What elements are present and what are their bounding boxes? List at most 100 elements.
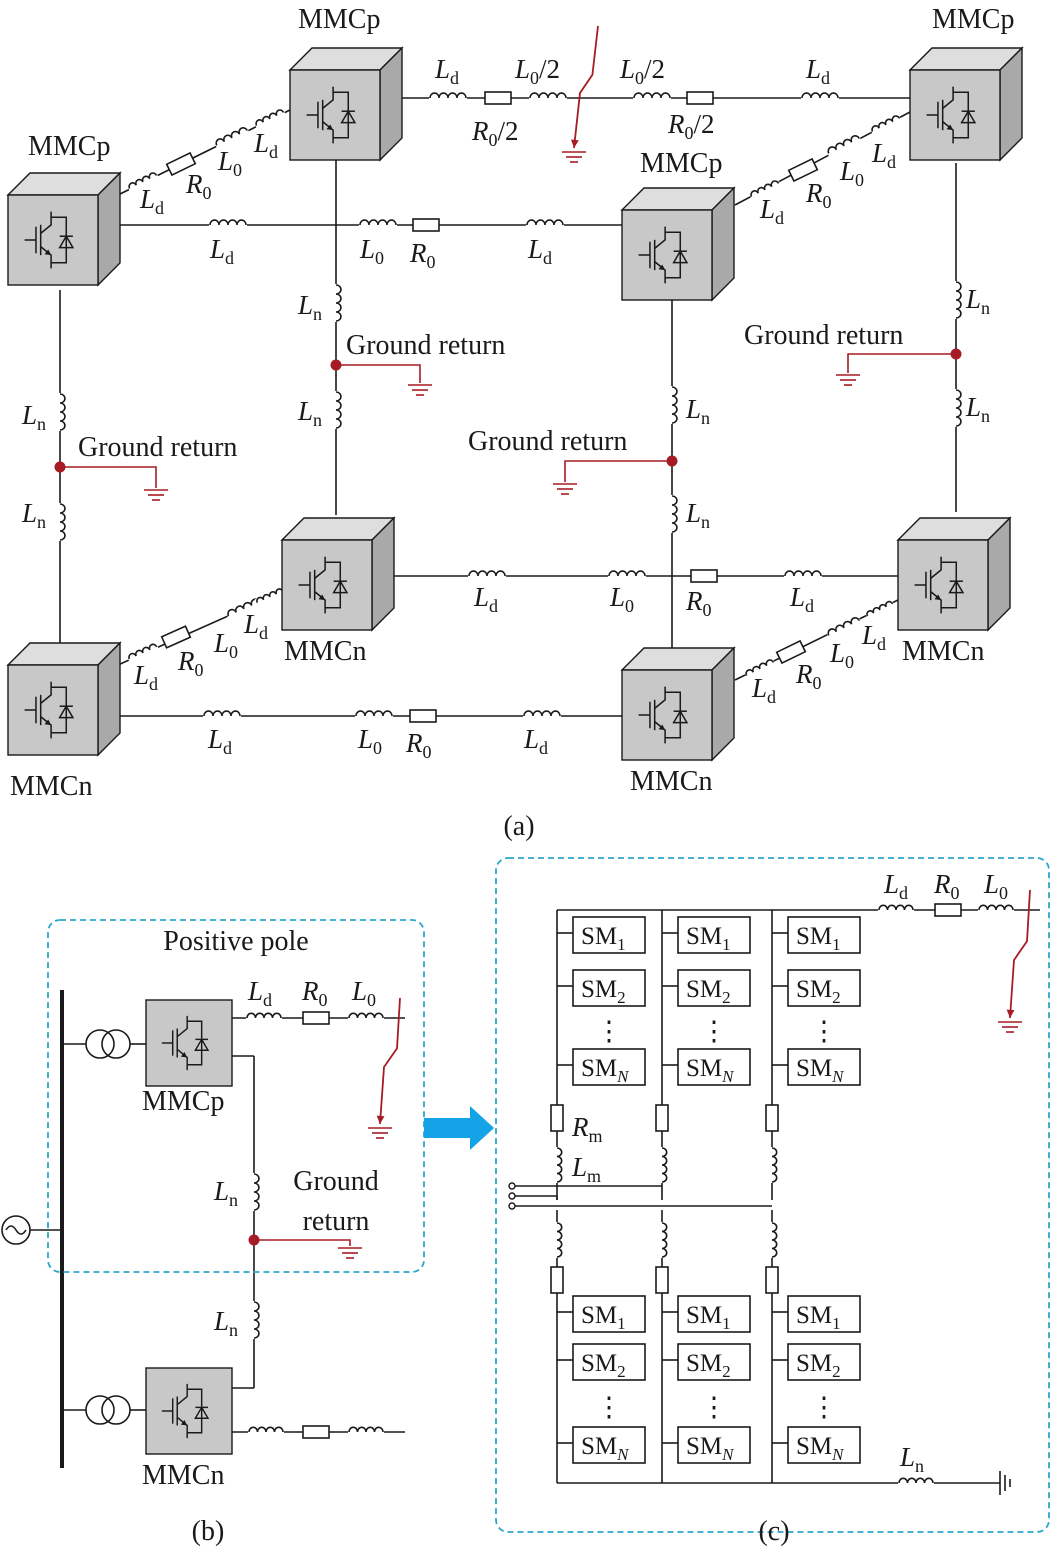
symbol-subscript: d [223,738,232,758]
resistor-body [787,157,819,183]
resistor-icon [765,1104,779,1132]
inductor-coil [866,600,894,617]
inductor-icon [978,904,1014,914]
inductor-icon [332,391,342,429]
sm-ellipsis: ⋮ [596,1016,623,1046]
resistor-icon [934,903,962,917]
ground-icon [144,489,168,501]
symbol-subscript: 0 [319,990,328,1010]
inductor-icon [246,1012,282,1022]
symbol-subscript: 0 [229,642,238,662]
symbol-label: L0 [357,724,382,758]
sm-text: SM [796,1350,832,1377]
ground-icon [368,1127,392,1139]
symbol-subscript: 0 [625,596,634,616]
submodule-rect [572,1426,646,1464]
transformer-icon [85,1029,115,1059]
ground-icon [562,151,586,163]
symbol-label: Lm [571,1152,601,1186]
submodule-rect [572,1343,646,1381]
ac-source-wave [5,1225,27,1235]
inductor-icon [56,393,66,431]
sm-index: 2 [722,988,731,1007]
sm-index: N [721,1067,735,1086]
submodule-box [677,1295,751,1333]
diode-tri [672,709,689,724]
submodule-box [787,969,861,1007]
collector [176,1383,188,1406]
collector [322,86,334,109]
ground-icon [553,483,577,495]
inductor-coil [633,92,671,99]
caption-b: (b) [192,1516,225,1547]
symbol-label: Ln [213,1306,238,1340]
sm-ellipsis: ⋮ [596,1392,623,1422]
symbol-label: Ln [297,290,322,324]
resistor-icon [550,1266,564,1294]
ground-word-label: Ground [293,1166,379,1197]
symbol-label: Ld [253,128,278,162]
inductor-coil [523,710,561,717]
collector [176,1015,188,1038]
inductor-coil [771,1147,778,1183]
symbol-letter: R [405,728,423,758]
submodule-rect [677,969,751,1007]
submodule-rect [677,1048,751,1086]
lightning-arrow [1006,1009,1015,1018]
ground-icon [408,384,432,396]
symbol-letter: L [21,498,37,528]
transformer-icon [101,1029,131,1059]
symbol-label: L0 [983,869,1008,903]
symbol-letter: R [409,238,427,268]
emitter [176,1048,188,1071]
node-dot [54,461,66,473]
symbol-label: Ln [965,284,990,318]
inductor-coil [227,598,261,617]
resistor-body [690,569,718,583]
sm-text: SM [581,1055,617,1082]
inductor-icon [248,1426,284,1436]
inductor-icon [126,171,160,193]
igbt-diode-icon [24,681,75,739]
resistor-icon [409,709,437,723]
symbol-subscript: d [775,208,784,228]
positive-pole-label: Positive pole [163,926,308,957]
node-dot [950,348,962,360]
symbol-letter: L [839,156,855,186]
symbol-subscript: 0 [635,68,644,88]
sm-index: N [831,1067,845,1086]
symbol-subscript: 0 [489,130,498,150]
symbol-subscript: 0 [813,673,822,693]
submodule-label: SMN [686,1433,735,1464]
symbol-letter: R [667,109,685,139]
positive-pole-frame [47,919,425,1273]
collector [40,681,52,704]
submodule-box [787,1048,861,1086]
symbol-subscript: n [37,512,46,532]
inductor-coil [335,391,342,429]
symbol-subscript: d [149,674,158,694]
fault-lightning-icon [376,997,401,1125]
submodule-label: SMN [581,1055,630,1086]
symbol-label: Ld [883,869,908,903]
symbol-letter: L [619,54,635,84]
mmc-converter-box [280,516,396,632]
symbol-letter: L [523,724,539,754]
inductor-coil [608,570,646,577]
resistor-body [160,625,192,649]
symbol-letter: R [795,659,813,689]
submodule-label: SM1 [686,923,731,954]
resistor-icon [775,639,807,665]
symbol-label: R0 [805,178,832,212]
emitter [40,716,52,739]
symbol-subscript: n [313,410,322,430]
emitter [930,591,942,614]
emitter [654,721,666,744]
symbol-letter: R [185,169,203,199]
transformer-icon [101,1395,131,1425]
resistor-body [934,903,962,917]
inductor-coil [59,503,66,541]
mmc-converter-box [896,516,1012,632]
emitter-arrow [180,1052,188,1058]
mmcn-label: MMCn [630,766,712,797]
